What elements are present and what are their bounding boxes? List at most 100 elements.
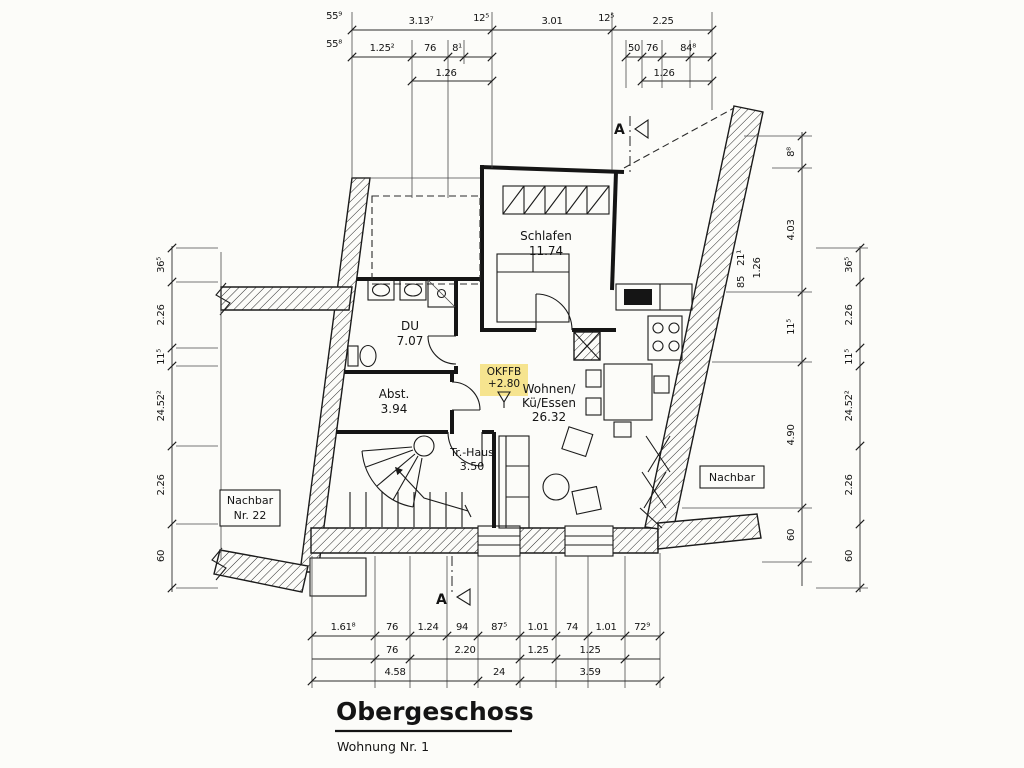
room-area-abst: 3.94 xyxy=(381,402,408,416)
dim-label: 60 xyxy=(844,550,855,562)
dim-label: 72⁹ xyxy=(634,622,650,633)
washbasin xyxy=(399,279,427,301)
dim-label: 36⁵ xyxy=(156,257,167,273)
room-area-trhaus: 3.50 xyxy=(460,460,485,473)
dim-label: 85 xyxy=(736,276,747,288)
dim-label: 76 xyxy=(386,622,398,633)
neighbor-box-left xyxy=(219,489,281,527)
dimension-chain-top: 55⁹ 3.13⁷ 12⁵ 3.01 12⁵ 2.25 55⁸ 1.25² 76… xyxy=(326,11,717,198)
dim-label: 2.26 xyxy=(156,474,167,495)
title-block: Obergeschoss Wohnung Nr. 1 xyxy=(335,697,534,754)
room-label-abst: Abst. xyxy=(379,387,410,401)
door-arc-trhaus xyxy=(447,431,483,467)
room-area-schlafen: 11.74 xyxy=(529,244,563,258)
wardrobe xyxy=(502,185,610,215)
armchair xyxy=(561,426,594,458)
level-triangle-icon xyxy=(497,391,511,404)
dim-label: 74 xyxy=(566,622,578,633)
door-arc-bad xyxy=(427,335,457,365)
dim-label: 2.26 xyxy=(844,304,855,325)
dim-label: 55⁹ xyxy=(326,11,342,22)
bath-fixtures xyxy=(347,279,456,368)
dim-label: 1.01 xyxy=(595,622,616,633)
door-arc-abst xyxy=(451,381,481,411)
dining-table xyxy=(585,363,670,438)
sheet-title: Obergeschoss xyxy=(336,697,534,726)
dim-label: 3.13⁷ xyxy=(409,16,434,27)
section-label-bottom: A xyxy=(436,592,447,608)
dim-label: 8⁸ xyxy=(786,147,797,157)
exterior-walls xyxy=(211,105,764,597)
dim-label: 24.52² xyxy=(844,390,855,421)
section-arrow-bottom-icon xyxy=(455,588,471,606)
stove xyxy=(647,315,683,361)
dim-label: 8¹ xyxy=(452,43,462,54)
dim-label: 21¹ xyxy=(736,250,747,266)
dashed-roof-edge xyxy=(623,107,735,169)
room-label-schlafen: Schlafen xyxy=(520,229,572,243)
dashed-roof-outline xyxy=(371,195,481,285)
toilet-cistern xyxy=(347,345,359,367)
washbasin xyxy=(367,279,395,301)
dimension-chain-right-outer: 36⁵ 2.26 11⁵ 24.52² 2.26 60 xyxy=(816,243,868,593)
furniture xyxy=(496,185,693,529)
room-label-du: DU xyxy=(401,319,419,333)
dim-label: 1.61⁸ xyxy=(331,622,356,633)
dim-label: 84⁸ xyxy=(680,43,696,54)
doors xyxy=(427,293,573,467)
stair-direction-arrow xyxy=(394,466,469,512)
dim-label: 87⁵ xyxy=(491,622,507,633)
dim-label: 4.90 xyxy=(786,424,797,445)
dim-label: 76 xyxy=(424,43,436,54)
shower xyxy=(427,279,456,308)
level-value: +2.80 xyxy=(488,378,520,390)
bed xyxy=(496,253,570,323)
room-area-du: 7.07 xyxy=(397,334,424,348)
armchair xyxy=(571,485,602,515)
dim-label: 60 xyxy=(786,529,797,541)
dim-label: 1.25² xyxy=(370,43,395,54)
dim-label: 1.24 xyxy=(417,622,438,633)
door-arc-schlafen xyxy=(535,293,573,331)
dim-label: 4.03 xyxy=(786,219,797,240)
dim-label: 12⁵ xyxy=(473,13,489,24)
dim-label: 2.26 xyxy=(156,304,167,325)
round-table xyxy=(542,473,570,501)
dim-label: 1.01 xyxy=(527,622,548,633)
dim-label: 50 xyxy=(628,43,640,54)
dim-label: 36⁵ xyxy=(844,257,855,273)
dim-label: 1.26 xyxy=(435,68,456,79)
dimension-chain-right-inner: 8⁸ 4.03 11⁵ 4.90 60 21¹ 85 1.26 xyxy=(682,131,812,586)
dim-label: 11⁵ xyxy=(844,349,855,365)
dim-label: 3.01 xyxy=(541,16,562,27)
toilet xyxy=(359,344,377,368)
dim-label: 12⁵ xyxy=(598,13,614,24)
neighbor-labels: Nachbar Nr. 22 Nachbar xyxy=(219,465,765,527)
neighbor-box-right xyxy=(699,465,765,489)
dim-label: 24.52² xyxy=(156,390,167,421)
room-label-wohnen-2: Kü/Essen xyxy=(522,396,576,410)
kitchen-counter xyxy=(615,283,693,311)
dimension-chain-left: 36⁵ 2.26 11⁵ 24.52² 2.26 60 xyxy=(156,243,218,593)
dim-label: 55⁸ xyxy=(326,39,342,50)
section-markers: A A xyxy=(436,116,649,608)
dim-label: 76 xyxy=(646,43,658,54)
section-label-top: A xyxy=(614,122,625,138)
dim-label: 94 xyxy=(456,622,468,633)
windows xyxy=(477,525,614,557)
room-label-trhaus: Tr.-Haus xyxy=(449,446,494,459)
couch xyxy=(498,435,530,529)
dim-label: 76 xyxy=(386,645,398,656)
room-labels: Schlafen 11.74 DU 7.07 Abst. 3.94 Wohnen… xyxy=(379,229,577,473)
dim-label: 2.26 xyxy=(844,474,855,495)
dim-label: 11⁵ xyxy=(786,319,797,335)
dim-label: 3.59 xyxy=(579,667,600,678)
sheet-subtitle: Wohnung Nr. 1 xyxy=(337,739,429,754)
level-marker: OKFFB +2.80 xyxy=(480,364,528,408)
annex-box xyxy=(309,557,367,597)
dashed-outlines xyxy=(371,107,735,285)
dimension-chain-bottom: 1.61⁸ 76 1.24 94 87⁵ 1.01 74 1.01 72⁹ 76… xyxy=(307,553,665,688)
dim-label: 4.58 xyxy=(384,667,405,678)
dim-label: 1.25 xyxy=(527,645,548,656)
